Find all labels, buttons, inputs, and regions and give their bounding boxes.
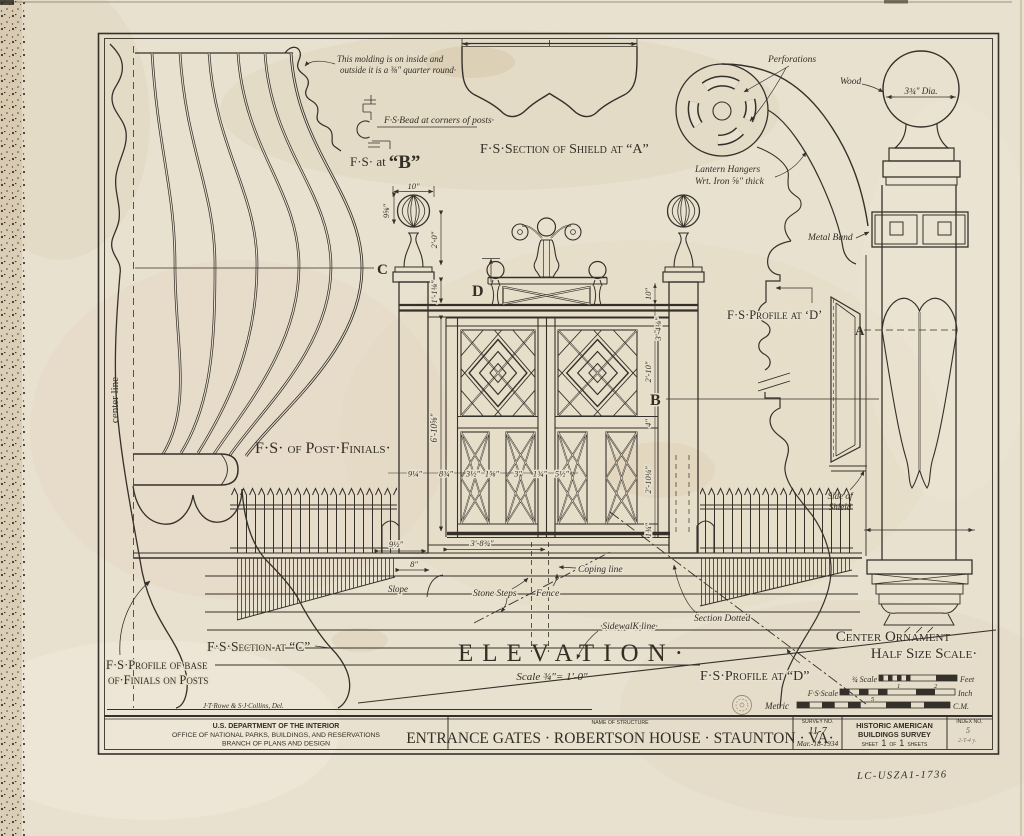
post-finials-label: F·S· of Post·Finials·	[255, 440, 391, 457]
picket-fence-left	[230, 487, 397, 621]
dept-line3: BRANCH OF PLANS AND DESIGN	[222, 741, 330, 748]
lantern-hanger-drawing: Perforations Lantern Hangers Wrt. Iron ⅝…	[675, 54, 869, 265]
marker-c: C	[377, 262, 388, 278]
profile-d-mid-label: F·S·Profile at ‘D’	[727, 308, 822, 322]
gate-lower-panels	[460, 431, 638, 525]
dim-bottom-rail: 1¾"	[643, 522, 653, 537]
bottom-labels: Slope Stone Steps Fence Coping line Sect…	[105, 564, 752, 711]
dim-ball-h: 9⅝"	[381, 203, 391, 218]
dim-chain-0: 9¼"	[408, 469, 423, 479]
scale34-label: ¾ Scale	[852, 675, 878, 684]
profile-base-label1: F·S·Profile of base	[106, 658, 208, 672]
dim-chain-4: 3"	[513, 469, 522, 479]
scale-bars: ¾ Scale Feet F·S·Scale 1 2 Inch Metric 5…	[732, 674, 975, 715]
scale-num-5: 5	[871, 696, 875, 703]
lantern-note-line1: Lantern Hangers	[694, 165, 760, 175]
marker-d: D	[472, 283, 484, 300]
lantern-note-line2: Wrt. Iron ⅝" thick	[695, 177, 765, 187]
sheet-title: ENTRANCE GATES · ROBERTSON HOUSE · STAUN…	[406, 730, 834, 747]
habs-line2: BUILDINGS SURVEY	[858, 730, 931, 739]
fence-label: Fence	[535, 589, 559, 599]
repository-stamp: LC-USZA1-1736	[856, 769, 948, 782]
post-finial-fullsize-drawing: center line C F·S· of Post·Finials·	[109, 43, 391, 709]
habs-line1: HISTORIC AMERICAN	[856, 721, 933, 730]
profile-d-bottom-label: F·S·Profile at “D”	[700, 669, 809, 684]
index-number: 5	[966, 726, 970, 735]
gate-upper-panels	[460, 329, 638, 417]
molding-note-line2: outside it is a ⅜" quarter round·	[340, 65, 456, 75]
delineator-signature: J·T·Rowe & S·J·Collins, Del.	[203, 702, 284, 710]
dim-post-cap: 10"	[407, 181, 420, 191]
dim-upper-panel: 2'-10"	[643, 361, 653, 382]
dim-top-rail: 3'-4⅛"	[653, 317, 663, 342]
fs-scale-label: F·S·Scale	[807, 689, 839, 698]
title-block: U.S. DEPARTMENT OF THE INTERIOR OFFICE O…	[104, 715, 993, 750]
survey-label: SURVEY NO.	[802, 719, 834, 725]
metric-label: Metric	[764, 701, 789, 711]
survey-number: 11-7	[808, 726, 827, 737]
dim-lower-panel: 2'-10¼"	[643, 466, 653, 494]
center-line-label: center line	[109, 377, 121, 423]
center-ornament-label1: Center Ornament	[836, 629, 951, 645]
section-dotted-label: Section Dotted	[694, 614, 750, 624]
inch-label: Inch	[957, 689, 972, 698]
shield-section-label: F·S·Section of Shield at “A”	[480, 142, 649, 157]
index-note: 2-T-4 y.	[958, 737, 976, 744]
center-ornament-label2: Half Size Scale·	[871, 646, 978, 662]
picket-fence-right	[699, 487, 853, 607]
section-c-label: F·S·Section at “C”	[207, 639, 310, 654]
stone-steps-label: Stone Steps	[473, 589, 517, 599]
dim-chain-6: 5½"	[555, 469, 570, 479]
bead-note: F·S·Bead at corners of posts·	[383, 115, 494, 126]
profile-base-label2: of·Finials on Posts	[108, 673, 208, 687]
elevation-scale: Scale ¾"= 1'-0"	[516, 671, 588, 683]
dim-finial-h: 2'-0"	[429, 231, 439, 248]
marker-b: B	[650, 392, 661, 409]
dim-cresting-r: 10"	[643, 288, 653, 301]
center-ornament-drawing: 3¾" Dia. Wood Metal Band A Center Orname…	[807, 50, 979, 664]
wood-label: Wood	[840, 77, 862, 87]
shield-section-drawing: F·S·Section of Shield at “A”	[461, 39, 649, 157]
index-label: INDEX NO.	[956, 719, 983, 725]
dim-chain-1: 8¾"	[439, 469, 454, 479]
slope-label: Slope	[388, 584, 408, 594]
dept-line1: U.S. DEPARTMENT OF THE INTERIOR	[213, 723, 340, 730]
feet-label: Feet	[959, 675, 975, 684]
ball-dia-label: 3¾" Dia.	[903, 86, 937, 96]
name-of-structure-label: NAME OF STRUCTURE	[591, 720, 649, 726]
steps-and-ground	[107, 511, 997, 711]
dept-line2: OFFICE OF NATIONAL PARKS, BUILDINGS, AND…	[172, 732, 380, 739]
scale-num-1: 1	[897, 683, 900, 690]
coping-label: Coping line	[578, 565, 623, 575]
perforations-label: Perforations	[767, 54, 816, 65]
dim-chain-2: 3½"	[465, 469, 481, 479]
cm-label: C.M.	[953, 702, 969, 711]
molding-detail: This molding is on inside and outside it…	[284, 46, 494, 173]
dim-chain-3: 1⅝"	[485, 469, 500, 479]
dim-cresting-l: 1'-1⅛"	[429, 280, 439, 304]
molding-note-line1: This molding is on inside and	[337, 54, 444, 64]
dim-gate-h: 6'-10⅝"	[429, 413, 439, 442]
survey-date: Mar.-18-1934	[796, 739, 839, 748]
metal-band-label: Metal Band	[807, 233, 853, 243]
dim-leaf-w: 3'-8¾"	[469, 538, 494, 548]
dim-mid-rail: 4"	[643, 419, 653, 427]
round-stamp	[732, 695, 752, 715]
dimensions: 10" 9⅝" 2'-0" 1'-1⅛" D 6'-10⅝" 10" 3'-4⅛…	[374, 180, 879, 573]
sheet-border	[97, 32, 1000, 755]
dim-coping-o: 8"	[410, 559, 418, 569]
dim-chain-5: 1¾"	[533, 469, 548, 479]
dim-post-w: 9½"	[389, 539, 404, 549]
scale-num-2: 2	[934, 683, 938, 690]
profile-d-silhouette: F·S·Profile at ‘D’ F·S·Profile at “D”	[699, 240, 832, 709]
elevation-title: ELEVATION·	[458, 640, 692, 667]
fs-at-b-label: F·S· at“B”	[350, 152, 420, 173]
sidewalk-label: ·SidewalK·line·	[600, 622, 658, 632]
